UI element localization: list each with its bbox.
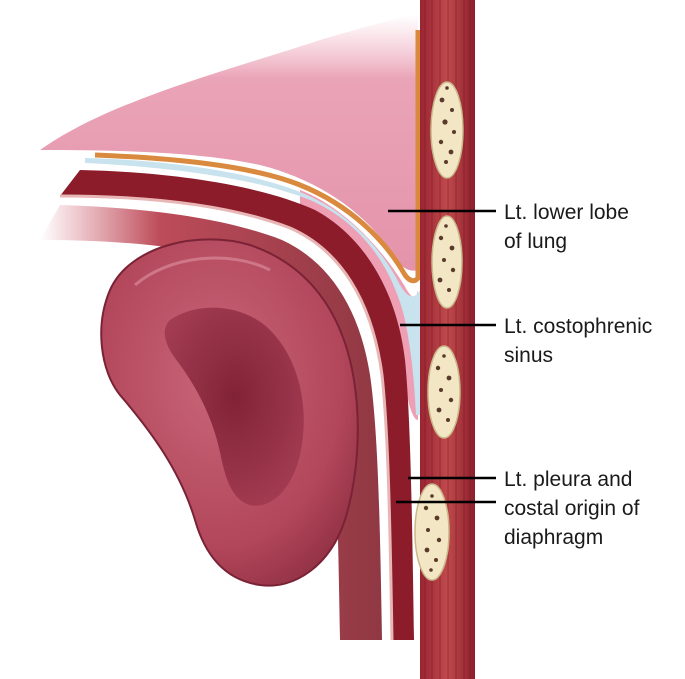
rib-2: [431, 215, 463, 309]
diaphragm-fibers: [40, 205, 382, 640]
label-pleura-line3: diaphragm: [504, 526, 603, 549]
rib-4: [414, 483, 450, 581]
heart-inner: [164, 307, 304, 506]
label-pleura-line2: costal origin of: [504, 497, 640, 520]
label-pleura-line1: Lt. pleura and: [504, 468, 632, 491]
label-lower-lobe-line1: Lt. lower lobe: [504, 201, 629, 224]
label-costophrenic-line2: sinus: [504, 344, 553, 367]
label-lower-lobe-line2: of lung: [504, 230, 567, 253]
diaphragm-surface: [59, 194, 394, 641]
rib-1: [430, 81, 464, 179]
lung-lower-lobe: [40, 14, 418, 271]
heart-rim-highlight: [134, 256, 271, 287]
lung-edge: [94, 30, 421, 284]
bone-marrow-dots: [423, 86, 456, 572]
label-costophrenic-line1: Lt. costophrenic: [504, 315, 652, 338]
ribs: [414, 81, 464, 581]
rib-3: [427, 345, 461, 439]
